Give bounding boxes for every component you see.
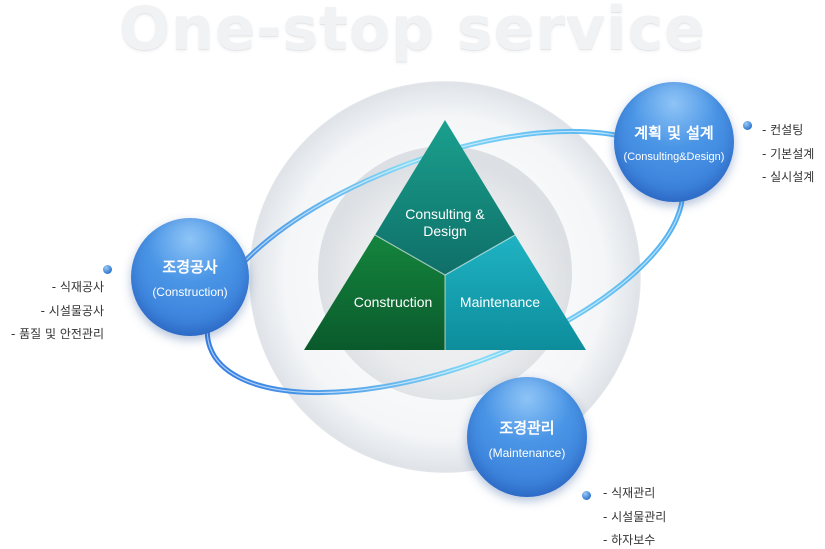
maintenance-title: 조경관리	[499, 419, 555, 437]
planning-subtitle: (Consulting&Design)	[623, 151, 725, 163]
list-item: - 시설물관리	[603, 509, 667, 524]
list-item: - 하자보수	[603, 533, 656, 547]
construction-node: 조경공사 (Construction)	[131, 218, 249, 336]
maintenance-node: 조경관리 (Maintenance)	[467, 377, 587, 497]
triangle-left-segment	[304, 235, 445, 350]
list-item: - 시설물공사	[40, 303, 104, 318]
construction-bullet-icon	[103, 265, 112, 274]
headline-watermark: One-stop service	[119, 0, 706, 64]
construction-title: 조경공사	[162, 258, 218, 276]
construction-subtitle: (Construction)	[152, 285, 228, 299]
construction-list: - 식재공사 - 시설물공사 - 품질 및 안전관리	[0, 276, 104, 347]
list-item: - 품질 및 안전관리	[10, 327, 104, 341]
triangle-right-segment	[445, 235, 586, 350]
list-item: - 기본설계	[762, 146, 815, 161]
maintenance-list: - 식재관리 - 시설물관리 - 하자보수	[603, 482, 666, 549]
triangle-right-label: Maintenance	[459, 294, 541, 310]
planning-bullet-icon	[743, 121, 752, 130]
triangle-left-label: Construction	[353, 294, 433, 310]
list-item: - 식재관리	[603, 486, 656, 500]
maintenance-subtitle: (Maintenance)	[488, 446, 566, 460]
planning-node: 계획 및 설계 (Consulting&Design)	[614, 82, 734, 202]
list-item: - 컨설팅	[762, 123, 804, 137]
maintenance-bullet-icon	[582, 491, 591, 500]
list-item: - 식재공사	[51, 280, 104, 294]
triangle-top-label: Consulting & Design	[405, 206, 485, 239]
list-item: - 실시설계	[762, 170, 815, 184]
triangle-top-segment	[375, 120, 515, 275]
planning-list: - 컨설팅 - 기본설계 - 실시설계	[762, 119, 814, 190]
planning-title: 계획 및 설계	[634, 124, 714, 142]
